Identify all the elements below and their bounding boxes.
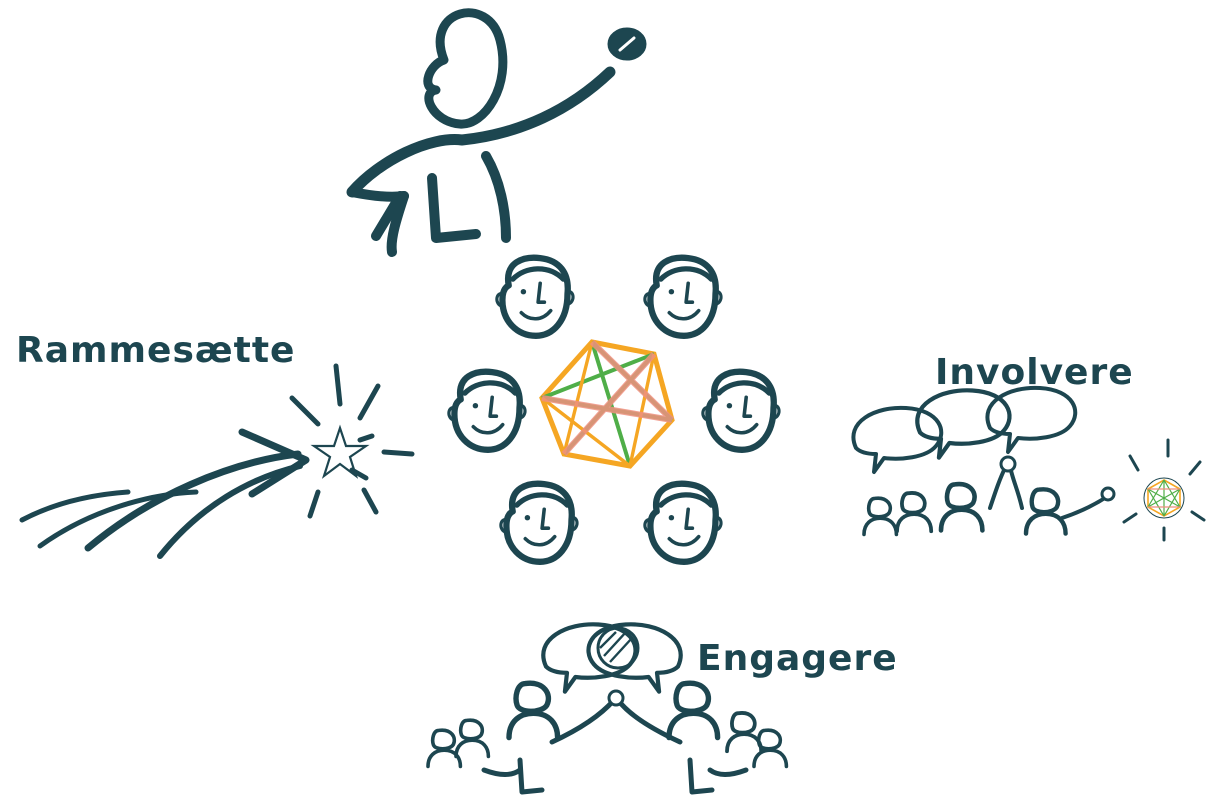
smiling-face-icon (703, 372, 779, 450)
smiling-face-icon (449, 372, 525, 450)
network-hexagon-icon (539, 339, 675, 469)
leader-figure-icon (346, 8, 647, 257)
group-of-people-icon (862, 464, 1110, 537)
label-involvere: Involvere (935, 352, 1134, 393)
smiling-face-icon (501, 484, 577, 562)
label-engagere: Engagere (697, 638, 898, 679)
speech-bubble-icon (985, 385, 1078, 454)
shooting-star-icon (19, 363, 415, 559)
pin-icon (999, 455, 1116, 502)
network-hexagon-icon (1122, 438, 1206, 542)
label-rammesaette: Rammesætte (16, 330, 296, 371)
speech-bubble-icon (851, 405, 944, 474)
smiling-face-icon (497, 258, 573, 336)
group-of-people-icon (426, 683, 789, 795)
smiling-face-icon (645, 484, 721, 562)
smiling-face-icon (645, 258, 721, 336)
pin-icon (607, 689, 625, 707)
